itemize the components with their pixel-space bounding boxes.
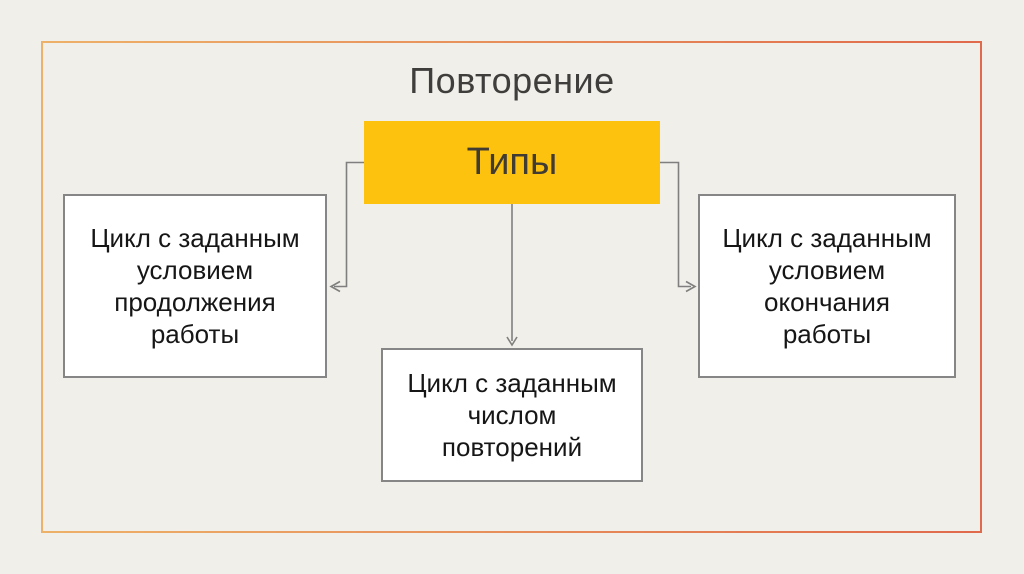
arrowhead-down-icon [506,336,518,347]
slide-title: Повторение [409,60,615,101]
node-loop-termination-condition: Цикл с заданным условием окончания работ… [698,194,956,378]
node-label: Цикл с заданным условием окончания работ… [722,223,932,349]
arrowhead-left-icon [329,280,341,293]
root-node-types: Типы [364,121,660,204]
node-label: Цикл с заданным условием продолжения раб… [90,223,300,349]
connector-left-line [334,161,364,288]
node-loop-fixed-count: Цикл с заданным числом повторений [381,348,643,482]
arrowhead-right-icon [685,280,697,293]
connector-right-line [660,161,691,288]
node-loop-continuation-condition: Цикл с заданным условием продолжения раб… [63,194,327,378]
node-label: Цикл с заданным числом повторений [407,368,617,462]
root-node-label: Типы [466,141,558,183]
